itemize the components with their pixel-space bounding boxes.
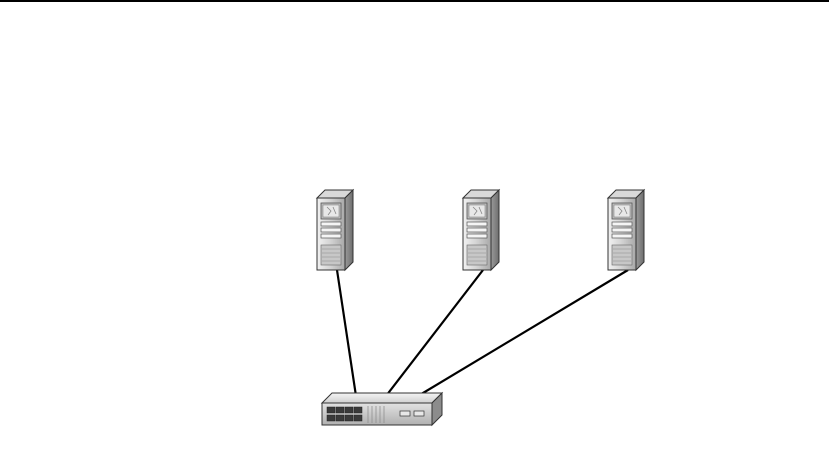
network-switch-icon [322, 393, 442, 425]
connection-server-1-switch [337, 270, 356, 396]
connection-server-3-switch [418, 270, 628, 396]
tower-server-icon [608, 190, 644, 270]
network-switch[interactable] [322, 393, 442, 425]
server-3[interactable] [608, 190, 644, 270]
tower-server-icon [463, 190, 499, 270]
connections [337, 270, 628, 396]
server-2[interactable] [463, 190, 499, 270]
server-1[interactable] [317, 190, 353, 270]
connection-server-2-switch [386, 270, 483, 396]
tower-server-icon [317, 190, 353, 270]
